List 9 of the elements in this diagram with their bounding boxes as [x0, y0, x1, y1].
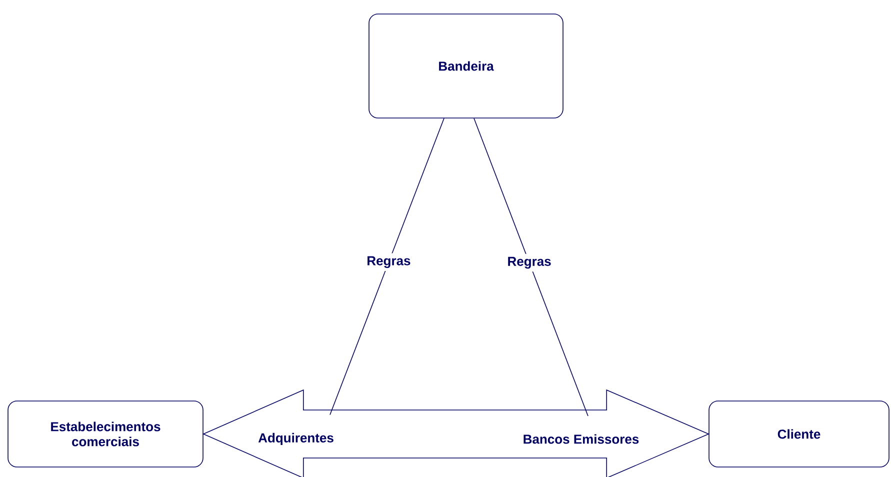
- edge-label: Regras: [364, 253, 414, 271]
- connector-line: [474, 118, 588, 416]
- label-text: Adquirentes: [258, 432, 334, 446]
- rounded-box: Cliente: [708, 400, 890, 468]
- edge-label: Regras: [504, 254, 554, 272]
- rounded-box: Estabelecimentos comerciais: [8, 400, 204, 468]
- rounded-box: Bandeira: [368, 14, 564, 118]
- connector-line: [330, 118, 444, 416]
- label-text: Bancos Emissores: [524, 434, 639, 444]
